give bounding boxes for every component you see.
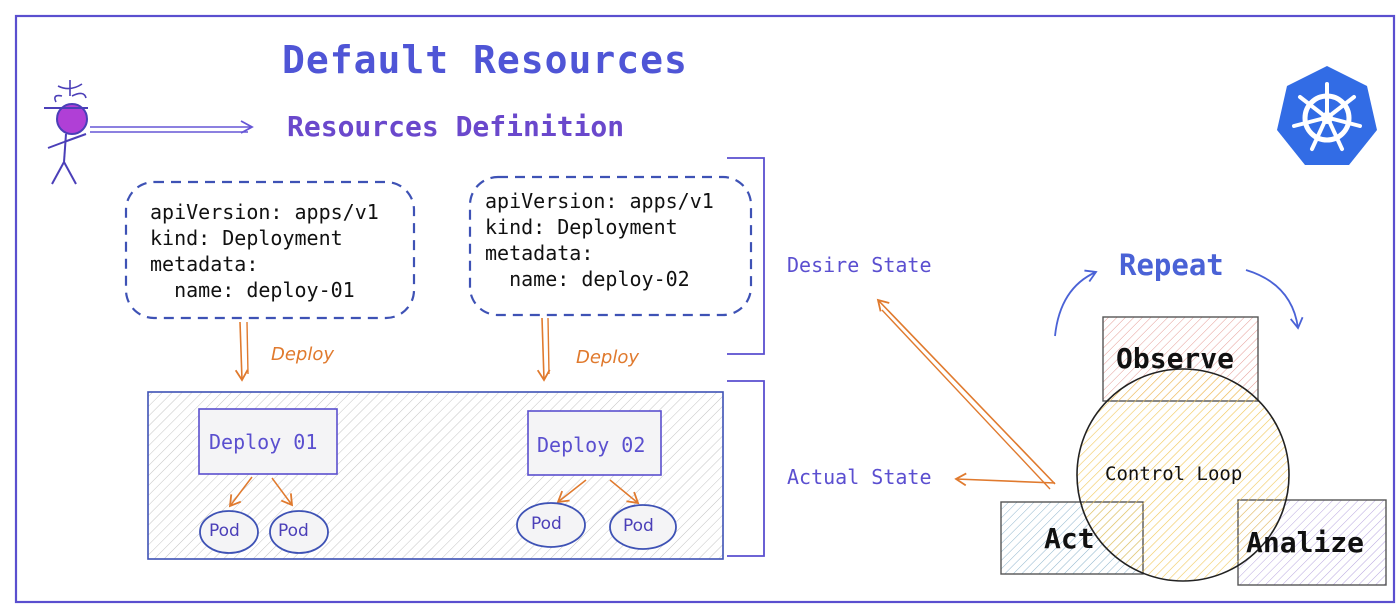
manifest-line: name: deploy-01 <box>150 278 355 302</box>
actual-state-label: Actual State <box>787 465 932 489</box>
manifest-line: kind: Deployment <box>485 215 678 239</box>
manifest-box-2 <box>468 175 753 317</box>
actual-bracket <box>727 380 765 557</box>
pod-label: Pod <box>623 516 654 536</box>
manifest-text-2: apiVersion: apps/v1 kind: Deployment met… <box>485 188 714 292</box>
manifest-line: metadata: <box>150 252 259 276</box>
manifest-text-1: apiVersion: apps/v1 kind: Deployment met… <box>150 199 379 303</box>
section-subtitle: Resources Definition <box>287 110 625 143</box>
pod-2-1 <box>516 502 586 548</box>
repeat-arrow-right <box>1245 269 1304 330</box>
deploy-arrow-1 <box>234 321 249 382</box>
kubernetes-logo-icon <box>1277 66 1377 165</box>
deployment-label-2: Deploy 02 <box>537 433 646 457</box>
desired-state-label: Desire State <box>787 253 932 277</box>
manifest-line: apiVersion: apps/v1 <box>150 200 379 224</box>
pod-label: Pod <box>531 514 562 534</box>
control-loop-circle <box>1076 368 1290 582</box>
manifest-line: apiVersion: apps/v1 <box>485 189 714 213</box>
act-label: Act <box>1044 522 1095 555</box>
pod-arrows-1 <box>228 476 294 508</box>
loop-to-desired-arrow <box>876 298 1056 490</box>
analyze-label: Analize <box>1246 526 1365 559</box>
loop-to-actual-arrow <box>954 472 1056 487</box>
pod-label: Pod <box>209 521 240 541</box>
deployment-box-2 <box>527 410 662 476</box>
deploy-label-1: Deploy <box>271 344 335 365</box>
figure-to-definition-arrow <box>90 120 254 134</box>
observe-label: Observe <box>1116 342 1235 375</box>
desired-bracket <box>727 157 765 355</box>
repeat-arrow-left <box>1054 269 1098 337</box>
deployment-box-1 <box>198 408 338 475</box>
pod-arrows-2 <box>556 479 640 505</box>
manifest-box-1 <box>124 180 416 320</box>
deploy-label-2: Deploy <box>576 347 640 368</box>
page-title: Default Resources <box>282 38 688 82</box>
outer-frame <box>14 14 1396 604</box>
pod-label: Pod <box>278 521 309 541</box>
deployment-label-1: Deploy 01 <box>209 430 318 454</box>
stick-figure-icon <box>44 80 88 185</box>
deploy-arrow-2 <box>536 317 551 382</box>
pod-1-1 <box>199 510 259 554</box>
pod-2-2 <box>609 504 677 550</box>
repeat-label: Repeat <box>1119 248 1224 282</box>
control-loop-label: Control Loop <box>1105 463 1243 485</box>
pod-1-2 <box>269 510 329 554</box>
manifest-line: name: deploy-02 <box>485 267 690 291</box>
manifest-line: kind: Deployment <box>150 226 343 250</box>
manifest-line: metadata: <box>485 241 594 265</box>
